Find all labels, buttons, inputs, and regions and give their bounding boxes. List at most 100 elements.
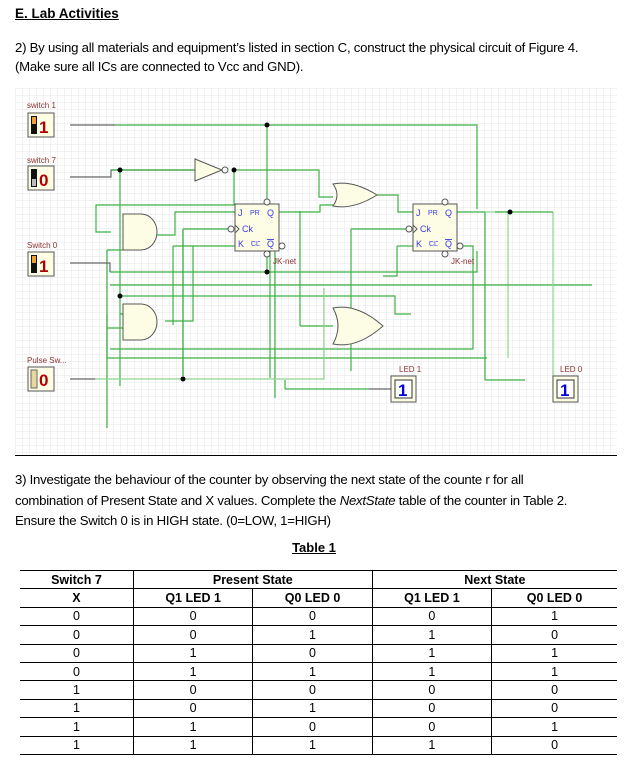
pin-ck: Ck: [420, 224, 431, 234]
col-next-q1: Q1 LED 1: [371, 588, 492, 608]
led-0: LED 0 1: [552, 365, 583, 403]
section-title: E. Lab Activities: [15, 6, 119, 21]
table-cell: 1: [371, 644, 492, 663]
pin-j: J: [238, 208, 243, 218]
circuit-diagram: switch 1 1 switch 7 0 Switch 0 1 Pulse S…: [15, 88, 617, 454]
pin-k: K: [416, 239, 422, 249]
pin-j: J: [416, 208, 421, 218]
step-2-line-1: 2) By using all materials and equipment’…: [15, 40, 579, 55]
led-1: LED 1 1: [390, 365, 422, 403]
pin-pr: PR: [250, 210, 260, 217]
table-cell: 0: [491, 699, 617, 719]
table-cell: 1: [20, 736, 134, 755]
table-cell: 0: [252, 607, 373, 627]
table-cell: 0: [371, 699, 492, 719]
input-switch-1[interactable]: switch 1 1: [27, 101, 56, 138]
pin-q: Q: [445, 208, 452, 218]
switch-label: switch 1: [27, 101, 56, 110]
step-2-instructions: 2) By using all materials and equipment’…: [15, 38, 625, 76]
header-switch-7: Switch 7: [20, 569, 134, 590]
switch-label: Pulse Sw...: [27, 356, 67, 365]
table-cell: 0: [132, 625, 253, 645]
table-cell: 1: [371, 625, 492, 645]
table-cell: 1: [491, 717, 617, 737]
input-switch-0[interactable]: Switch 0 1: [27, 241, 58, 277]
table-cell: 1: [371, 736, 492, 755]
table-cell: 0: [20, 644, 134, 663]
pin-cl: CL: [429, 241, 438, 248]
col-present-q1: Q1 LED 1: [132, 588, 253, 608]
jk-flipflop-2: J PR Q Ck K CL Q JK-net: [405, 198, 475, 266]
pin-ck: Ck: [242, 224, 253, 234]
and-gate-1: [122, 213, 158, 251]
table-cell: 0: [252, 717, 373, 737]
step-3-line-3: Ensure the Switch 0 is in HIGH state. (0…: [15, 513, 331, 528]
table-cell: 1: [491, 644, 617, 663]
table-cell: 0: [371, 680, 492, 700]
pin-cl: CL: [251, 241, 260, 248]
pin-qbar: Q: [267, 239, 274, 249]
table-cell: 1: [20, 699, 134, 719]
input-switch-7[interactable]: switch 7 0: [27, 156, 56, 191]
table-cell: 0: [132, 699, 253, 719]
and-gate-2: [122, 303, 158, 341]
switch-label: switch 7: [27, 156, 56, 165]
switch-value: 1: [39, 257, 48, 276]
table-cell: 1: [132, 644, 253, 663]
led-label: LED 1: [399, 365, 422, 374]
step-3-line-2b: table of the counter in Table 2.: [395, 492, 568, 508]
table-cell: 0: [491, 625, 617, 645]
led-label: LED 0: [560, 365, 583, 374]
table-cell: 1: [491, 607, 617, 627]
pin-k: K: [238, 239, 244, 249]
step-3-line-2a: combination of Present State and X value…: [15, 492, 340, 508]
flipflop-label: JK-net: [273, 257, 297, 266]
table-cell: 1: [132, 662, 253, 682]
table-caption: Table 1: [292, 540, 336, 555]
table-cell: 0: [20, 662, 134, 682]
table-cell: 1: [252, 699, 373, 719]
led-value: 1: [560, 381, 569, 400]
step-2-line-2: (Make sure all ICs are connected to Vcc …: [15, 59, 304, 74]
pin-q: Q: [267, 208, 274, 218]
step-3-line-1: 3) Investigate the behaviour of the coun…: [15, 472, 524, 487]
table-cell: 0: [371, 717, 492, 737]
step-3-line-2: combination of Present State and X value…: [15, 491, 625, 512]
table-cell: 0: [252, 644, 373, 663]
switch-value: 0: [39, 171, 48, 190]
grid-background: [15, 88, 617, 454]
section-divider: [15, 455, 617, 456]
junction-dots: [117, 122, 513, 382]
table-cell: 1: [491, 662, 617, 682]
jk-flipflop-1: J PR Q Ck K CL Q JK-net: [227, 198, 297, 266]
pin-pr: PR: [428, 210, 438, 217]
table-cell: 1: [132, 717, 253, 737]
switch-label: Switch 0: [27, 241, 58, 250]
table-cell: 0: [491, 680, 617, 700]
table-cell: 0: [132, 607, 253, 627]
header-next-state: Next State: [371, 569, 617, 590]
or-gate-2: [332, 306, 384, 346]
switch-value: 0: [39, 371, 48, 390]
table-cell: 0: [371, 607, 492, 627]
column-header-row: X Q1 LED 1 Q0 LED 0 Q1 LED 1 Q0 LED 0: [20, 588, 617, 608]
flipflop-label: JK-net: [451, 257, 475, 266]
next-state-emphasis: NextState: [339, 492, 396, 508]
pulse-switch[interactable]: Pulse Sw... 0: [27, 356, 67, 392]
led-value: 1: [398, 381, 407, 400]
switch-value: 1: [39, 118, 48, 137]
group-header-row: Switch 7 Present State Next State: [20, 569, 617, 590]
step-3-instructions: 3) Investigate the behaviour of the coun…: [15, 470, 625, 532]
table-cell: 0: [132, 680, 253, 700]
col-x: X: [20, 588, 134, 608]
table-cell: 1: [252, 625, 373, 645]
state-table: Switch 7 Present State Next State X Q1 L…: [20, 569, 617, 755]
table-cell: 0: [20, 607, 134, 627]
table-cell: 0: [252, 680, 373, 700]
